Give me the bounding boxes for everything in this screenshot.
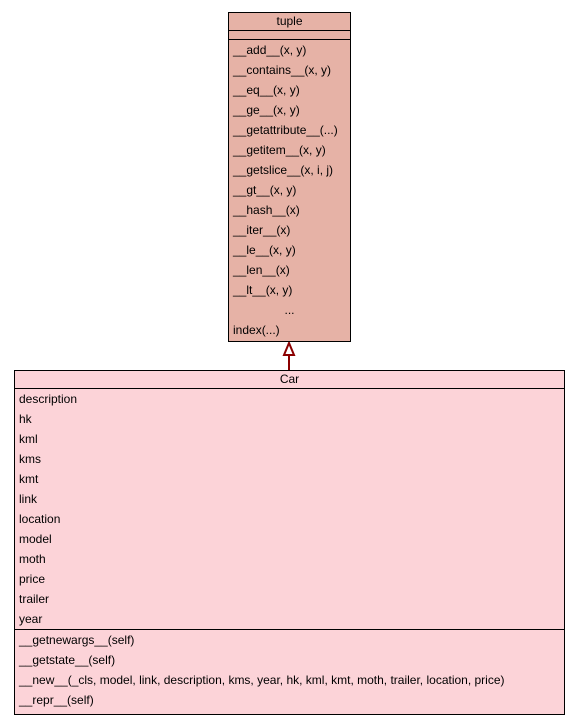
tuple-operation: __getattribute__(...) xyxy=(233,123,338,137)
car-operation: __getstate__(self) xyxy=(19,653,116,667)
inheritance-arrowhead xyxy=(282,340,296,356)
car-attribute: kms xyxy=(19,452,41,466)
car-attribute: hk xyxy=(19,412,32,426)
tuple-operations-ellipsis: ... xyxy=(284,303,295,317)
tuple-operation: __getitem__(x, y) xyxy=(233,143,326,157)
tuple-operation: __add__(x, y) xyxy=(233,43,307,57)
car-attributes-section: description hk kml kms kmt link location… xyxy=(15,389,564,629)
car-attribute: moth xyxy=(19,552,46,566)
tuple-operation: __hash__(x) xyxy=(233,203,300,217)
car-attribute: kmt xyxy=(19,472,39,486)
class-name-car: Car xyxy=(15,371,564,389)
tuple-operation: __getslice__(x, i, j) xyxy=(233,163,334,177)
car-operation: __repr__(self) xyxy=(19,693,94,707)
class-box-car[interactable]: Car description hk kml kms kmt link loca… xyxy=(14,370,565,715)
tuple-operation: __gt__(x, y) xyxy=(233,183,297,197)
class-box-tuple[interactable]: tuple __add__(x, y) __contains__(x, y) _… xyxy=(228,12,351,342)
tuple-operation: __ge__(x, y) xyxy=(233,103,300,117)
car-attribute: year xyxy=(19,612,43,626)
car-operation: __new__(_cls, model, link, description, … xyxy=(19,673,505,687)
car-attribute: location xyxy=(19,512,61,526)
car-attribute: trailer xyxy=(19,592,50,606)
tuple-operation: __iter__(x) xyxy=(233,223,291,237)
car-attribute: description xyxy=(19,392,78,406)
car-attribute: model xyxy=(19,532,52,546)
tuple-operation: __lt__(x, y) xyxy=(233,283,293,297)
tuple-attributes-section xyxy=(229,31,350,39)
car-attribute: link xyxy=(19,492,38,506)
tuple-operation: __le__(x, y) xyxy=(233,243,296,257)
tuple-operation: index(...) xyxy=(233,323,280,337)
tuple-operation: __len__(x) xyxy=(233,263,290,277)
tuple-operation: __contains__(x, y) xyxy=(233,63,332,77)
car-attribute: kml xyxy=(19,432,38,446)
car-operation: __getnewargs__(self) xyxy=(19,633,135,647)
car-attribute: price xyxy=(19,572,46,586)
tuple-operation: __eq__(x, y) xyxy=(233,83,300,97)
tuple-operations-section: __add__(x, y) __contains__(x, y) __eq__(… xyxy=(229,39,350,340)
class-name-tuple: tuple xyxy=(229,13,350,31)
car-operations-section: __getnewargs__(self) __getstate__(self) … xyxy=(15,629,564,710)
